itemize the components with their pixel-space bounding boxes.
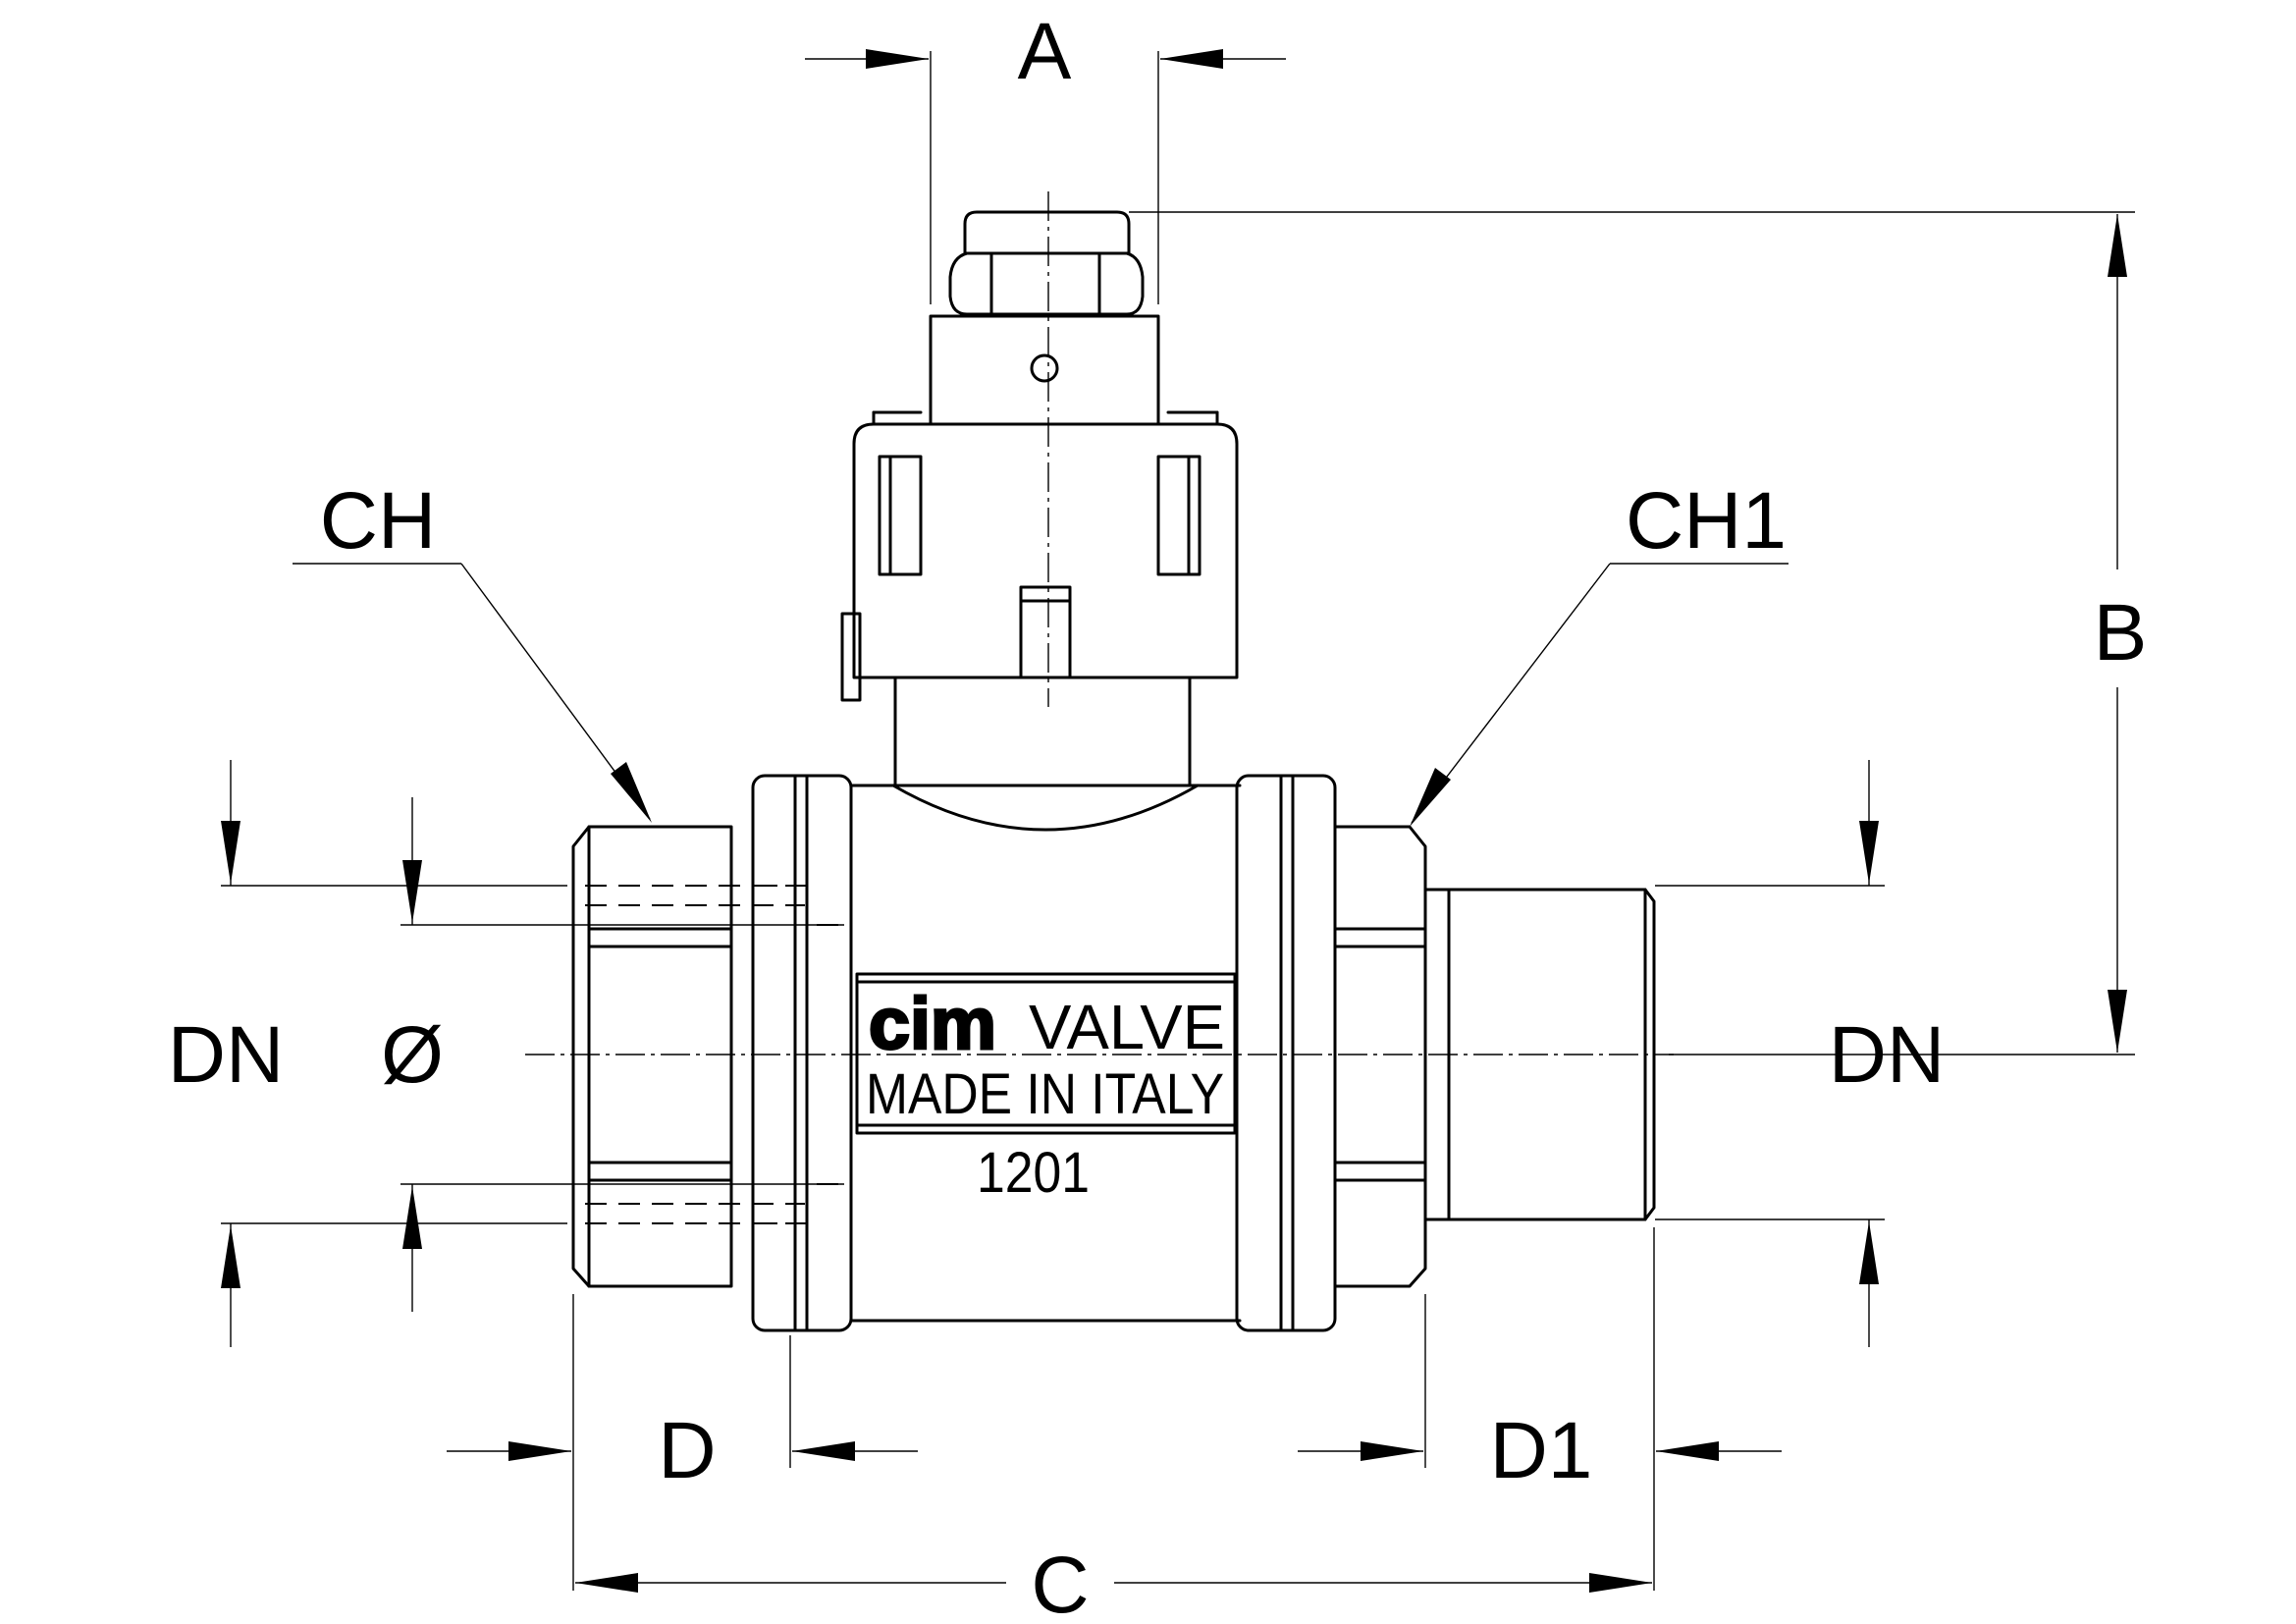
origin-text: MADE IN ITALY — [866, 1062, 1224, 1126]
left-flange — [751, 774, 853, 1332]
dimension-C-label: C — [1031, 1541, 1089, 1624]
dimension-D: D — [447, 1294, 918, 1591]
callout-CH-label: CH — [320, 476, 436, 566]
dimension-DN-left: DN — [168, 760, 567, 1347]
right-hex — [1333, 825, 1427, 1288]
center-lines — [525, 191, 1674, 1056]
dimension-DN-left-label: DN — [168, 1010, 284, 1100]
callout-CH1-label: CH1 — [1626, 476, 1787, 566]
left-hex-end — [571, 825, 733, 1288]
dimension-B-label: B — [2094, 588, 2148, 677]
dimension-DN-right: DN — [1655, 760, 1945, 1347]
dimension-A: A — [805, 7, 1286, 304]
code-text: 1201 — [977, 1141, 1090, 1205]
dimension-phi: Ø — [381, 797, 844, 1312]
dimension-phi-label: Ø — [381, 1010, 444, 1100]
body-markings: cim VALVE MADE IN ITALY 1201 — [866, 982, 1225, 1206]
right-male-thread — [1423, 888, 1656, 1221]
callout-CH1: CH1 — [1410, 476, 1789, 827]
callout-CH: CH — [293, 476, 652, 823]
dimension-A-label: A — [1018, 7, 1072, 96]
stem-assembly — [840, 210, 1239, 787]
dimension-DN-right-label: DN — [1829, 1010, 1945, 1100]
dimension-D1-label: D1 — [1490, 1406, 1593, 1495]
brand-logo: cim — [869, 983, 996, 1064]
dimension-D1: D1 — [1298, 1227, 1782, 1591]
brand-text: VALVE — [1029, 992, 1225, 1062]
dimension-B: B — [1129, 211, 2148, 1056]
dimension-D-label: D — [658, 1406, 716, 1495]
right-flange — [1235, 774, 1337, 1332]
dimension-C: C — [575, 1541, 1652, 1624]
